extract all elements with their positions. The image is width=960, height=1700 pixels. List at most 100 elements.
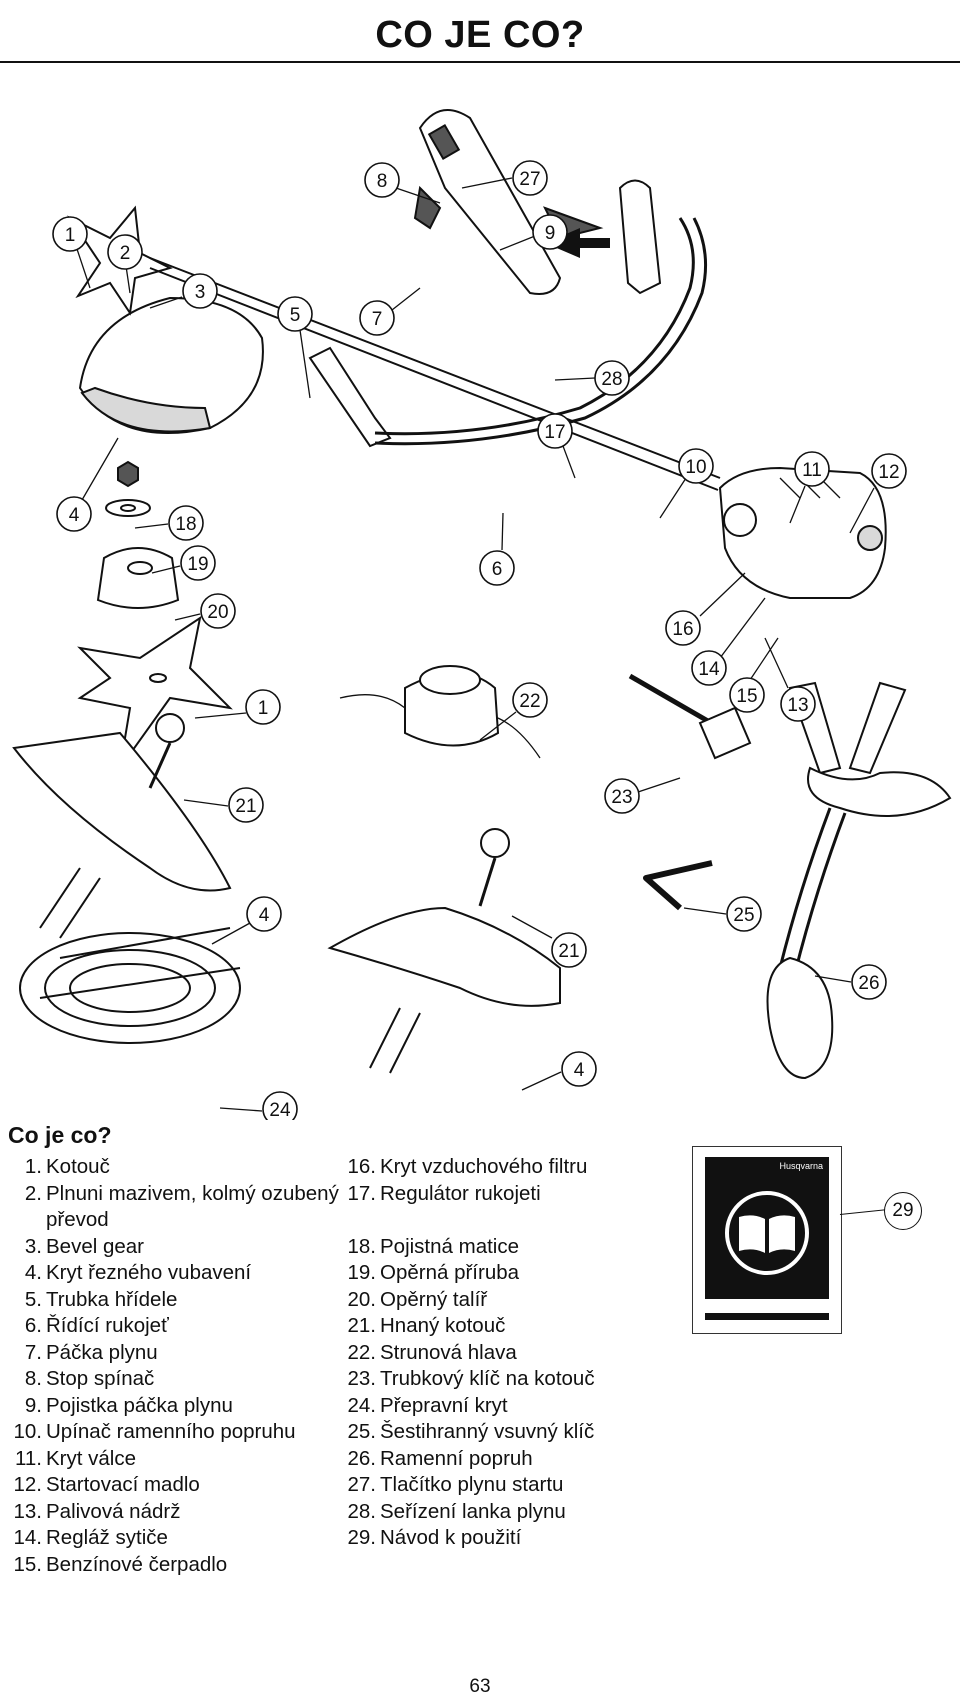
svg-text:26: 26 <box>858 973 879 994</box>
svg-text:17: 17 <box>544 422 565 443</box>
socket-wrench-illustration <box>628 673 752 760</box>
callout-7: 7 <box>359 287 421 336</box>
legend-item-number: 8. <box>24 1367 42 1390</box>
svg-text:18: 18 <box>175 514 196 535</box>
legend-item-text: Páčka plynu <box>46 1340 158 1364</box>
legend-item-number: 1. <box>24 1155 42 1178</box>
legend-item: 19.Opěrná příruba <box>340 1260 640 1287</box>
harness-illustration <box>766 681 952 1080</box>
svg-text:6: 6 <box>492 559 503 580</box>
legend-item-text: Ramenní popruh <box>380 1446 533 1470</box>
legend-item: 3.Bevel gear <box>6 1234 346 1261</box>
legend-item-number: 15. <box>13 1552 43 1576</box>
trimmer-head-illustration <box>67 205 264 434</box>
guard-right-illustration <box>327 828 561 1074</box>
callout-10: 10 <box>659 448 714 519</box>
legend-item-text: Kryt řezného vubavení <box>46 1261 252 1284</box>
svg-text:27: 27 <box>519 169 540 190</box>
legend-item: 2.Plnuni mazivem, kolmý ozubený převod <box>6 1181 346 1234</box>
legend-item-text: Regláž sytiče <box>46 1526 168 1549</box>
svg-text:11: 11 <box>802 460 822 481</box>
callout-labels: 1 2 3 4 5 6 7 8 9 10 11 12 13 14 15 16 1… <box>52 160 907 1120</box>
legend-item-number: 7. <box>24 1340 42 1364</box>
callout-11: 11 <box>789 451 830 524</box>
legend-item-number: 10. <box>13 1420 43 1443</box>
legend-item: 16.Kryt vzduchového filtru <box>340 1154 640 1181</box>
legend-item-number: 26. <box>347 1446 377 1470</box>
svg-text:14: 14 <box>698 659 720 680</box>
svg-text:21: 21 <box>235 796 256 817</box>
callout-4a: 4 <box>56 437 119 532</box>
legend-item-text: Tlačítko plynu startu <box>380 1473 564 1496</box>
svg-text:8: 8 <box>377 171 388 192</box>
callout-29-leader <box>839 1209 886 1216</box>
callout-24: 24 <box>219 1091 298 1120</box>
legend-item-text: Opěrná příruba <box>380 1261 520 1284</box>
legend-item: 15.Benzínové čerpadlo <box>6 1552 346 1579</box>
legend-item-number: 14. <box>13 1526 43 1549</box>
callout-17: 17 <box>537 413 576 479</box>
legend-item: 18.Pojistná matice <box>340 1234 640 1261</box>
guard-left-illustration <box>12 713 232 939</box>
legend-item: 7.Páčka plynu <box>6 1340 346 1367</box>
legend-item-number: 6. <box>24 1314 42 1337</box>
legend-item-number: 17. <box>347 1181 377 1205</box>
legend-item: 28.Seřízení lanka plynu <box>340 1499 640 1526</box>
legend-item-number: 9. <box>24 1393 42 1417</box>
title-rule <box>0 61 960 63</box>
legend-item-number: 13. <box>13 1499 43 1523</box>
legend-item: 25.Šestihranný vsuvný klíč <box>340 1419 640 1446</box>
callout-8: 8 <box>364 162 441 204</box>
callout-14: 14 <box>691 597 766 686</box>
legend-item-number: 22. <box>347 1340 377 1364</box>
legend-item: 20.Opěrný talíř <box>340 1287 640 1314</box>
svg-text:5: 5 <box>290 305 301 326</box>
legend-item-text: Stop spínač <box>46 1367 155 1390</box>
legend-item: 9.Pojistka páčka plynu <box>6 1393 346 1420</box>
legend-item-number: 27. <box>347 1473 377 1496</box>
parts-diagram: 1 2 3 4 5 6 7 8 9 10 11 12 13 14 15 16 1… <box>12 109 952 1120</box>
callout-28: 28 <box>554 360 630 396</box>
svg-text:4: 4 <box>69 505 80 526</box>
callout-26: 26 <box>814 964 887 1000</box>
svg-text:9: 9 <box>545 223 556 244</box>
legend-item-text: Kryt vzduchového filtru <box>380 1155 588 1178</box>
legend-item-text: Šestihranný vsuvný klíč <box>380 1420 595 1443</box>
svg-text:21: 21 <box>558 941 579 962</box>
legend-item-text: Kryt válce <box>46 1446 136 1470</box>
legend-item: 8.Stop spínač <box>6 1366 346 1393</box>
callout-6: 6 <box>479 512 515 586</box>
svg-text:4: 4 <box>574 1060 585 1081</box>
svg-text:28: 28 <box>601 369 622 390</box>
callout-4c: 4 <box>521 1051 597 1091</box>
callout-19: 19 <box>151 545 216 581</box>
legend-item-text: Přepravní kryt <box>380 1393 508 1417</box>
svg-text:16: 16 <box>672 619 693 640</box>
callout-16: 16 <box>665 572 746 646</box>
legend-item: 13.Palivová nádrž <box>6 1499 346 1526</box>
svg-text:12: 12 <box>878 462 899 483</box>
legend-item: 29.Návod k použití <box>340 1525 640 1552</box>
legend-item-number: 24. <box>347 1393 377 1417</box>
svg-text:25: 25 <box>733 905 754 926</box>
legend-item-number: 19. <box>347 1261 377 1284</box>
hex-key-illustration <box>643 860 713 911</box>
book-icon <box>725 1191 809 1275</box>
manual-bar <box>705 1313 829 1320</box>
svg-text:23: 23 <box>611 787 632 808</box>
legend-item: 6.Řídící rukojeť <box>6 1313 346 1340</box>
legend-item-text: Upínač ramenního popruhu <box>46 1420 296 1443</box>
legend-item: 27.Tlačítko plynu startu <box>340 1472 640 1499</box>
legend-item-number: 16. <box>347 1155 377 1178</box>
legend-item-number: 23. <box>347 1367 377 1390</box>
legend-item-number: 20. <box>347 1287 377 1311</box>
mounting-parts-illustration <box>77 460 233 769</box>
legend-item-text: Pojistná matice <box>380 1234 520 1258</box>
legend-item-text: Regulátor rukojeti <box>380 1181 541 1205</box>
legend-item: 11.Kryt válce <box>6 1446 346 1473</box>
legend-item: 5.Trubka hřídele <box>6 1287 346 1314</box>
legend-item-text: Benzínové čerpadlo <box>46 1552 228 1576</box>
callout-3: 3 <box>149 273 218 309</box>
legend-item: 24.Přepravní kryt <box>340 1393 640 1420</box>
legend-item-text: Palivová nádrž <box>46 1499 181 1523</box>
